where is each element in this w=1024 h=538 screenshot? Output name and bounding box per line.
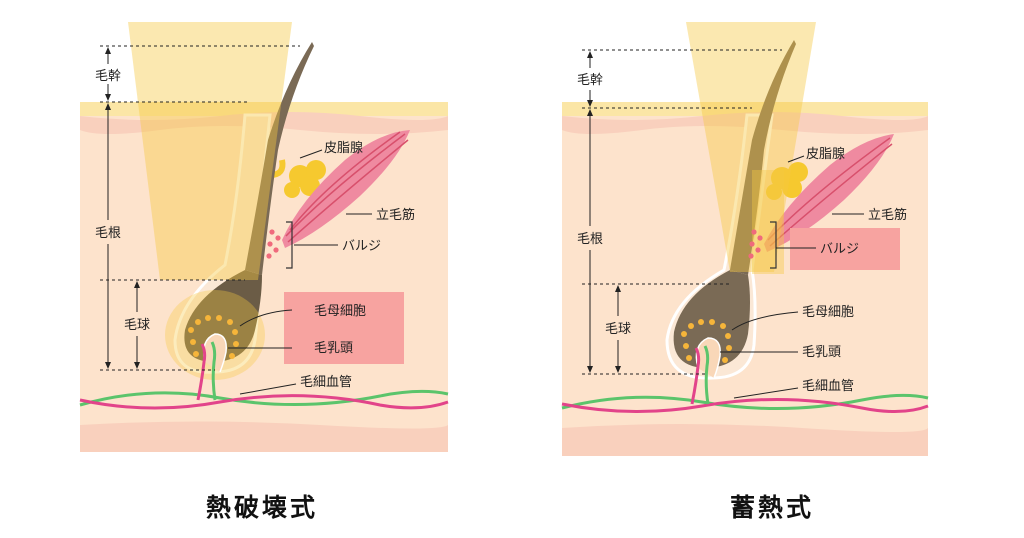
diagram-caption: 蓄熱式 <box>729 493 814 522</box>
label-capillaries: 毛細血管 <box>300 375 352 390</box>
dimension-arrowheads <box>587 51 621 373</box>
label-capillaries: 毛細血管 <box>802 379 854 394</box>
highlight-box <box>790 228 900 270</box>
matrix-cell-dots <box>681 319 732 363</box>
arrector-pili-muscle <box>764 134 894 252</box>
dimension-lines <box>582 49 782 375</box>
label-shaft: 毛幹 <box>95 68 121 84</box>
sebaceous-gland <box>766 162 808 200</box>
hair-root-bulb <box>673 270 750 368</box>
label-bulb: 毛球 <box>605 322 631 337</box>
label-root: 毛根 <box>95 226 121 241</box>
label-papilla: 毛乳頭 <box>802 345 841 360</box>
skin-surface-layer <box>80 102 448 116</box>
label-arrector-pili: 立毛筋 <box>376 207 415 223</box>
label-shaft: 毛幹 <box>577 72 603 88</box>
label-papilla: 毛乳頭 <box>314 341 353 356</box>
hair-follicle-diagram: 毛幹 毛根 毛球 皮脂腺 立毛筋 バルジ 毛母細胞 毛乳頭 毛細血管 <box>79 22 449 452</box>
bulge-bracket <box>286 221 293 269</box>
bulge-bracket <box>770 221 777 269</box>
capillary-green <box>561 393 929 411</box>
bulge-dots <box>266 229 281 259</box>
dimension-arrowheads <box>105 47 140 369</box>
capillary-pink <box>561 397 929 414</box>
diagram-heat-accumulation: 毛幹 毛根 毛球 皮脂腺 立毛筋 バルジ 毛母細胞 毛乳頭 毛細血管 蓄熱式 <box>512 0 1024 538</box>
capillary-pink-branch <box>196 343 207 401</box>
label-bulb: 毛球 <box>124 318 150 333</box>
hair-shaft <box>245 42 314 275</box>
hair-follicle-diagram: 毛幹 毛根 毛球 皮脂腺 立毛筋 バルジ 毛母細胞 毛乳頭 毛細血管 <box>561 22 929 456</box>
dermis-bottom-band <box>80 421 448 452</box>
capillary-green-branch <box>703 345 710 405</box>
diagram-caption: 熱破壊式 <box>205 493 318 522</box>
capillary-pink-branch <box>690 347 701 405</box>
bulge-glow <box>752 170 784 274</box>
leader-lines <box>720 155 864 399</box>
label-sebaceous-gland: 皮脂腺 <box>324 141 363 156</box>
label-sebaceous-gland: 皮脂腺 <box>806 147 845 162</box>
label-bulge: バルジ <box>342 239 381 254</box>
capillary-green <box>79 389 449 407</box>
highlight-box <box>284 292 404 364</box>
bulge-dots <box>748 229 763 259</box>
hair-root-bulb <box>184 270 262 362</box>
label-bulge: バルジ <box>820 242 859 257</box>
hair-shaft <box>730 40 796 275</box>
matrix-cell-dots <box>188 315 239 359</box>
sebaceous-gland <box>269 159 326 198</box>
label-arrector-pili: 立毛筋 <box>868 207 907 223</box>
capillary-green-branch <box>210 341 217 401</box>
label-matrix-cells: 毛母細胞 <box>802 305 854 320</box>
dermis-bottom-band <box>562 424 928 456</box>
skin-surface-layer <box>562 102 928 116</box>
laser-beam <box>686 22 816 272</box>
laser-beam <box>128 22 292 280</box>
label-root: 毛根 <box>577 232 603 247</box>
capillary-pink <box>79 394 449 410</box>
diagram-thermal-destruction: 毛幹 毛根 毛球 皮脂腺 立毛筋 バルジ 毛母細胞 毛乳頭 毛細血管 熱破壊式 <box>79 22 449 522</box>
leader-lines <box>228 149 372 395</box>
label-matrix-cells: 毛母細胞 <box>314 304 366 319</box>
arrector-pili-muscle <box>282 130 410 248</box>
